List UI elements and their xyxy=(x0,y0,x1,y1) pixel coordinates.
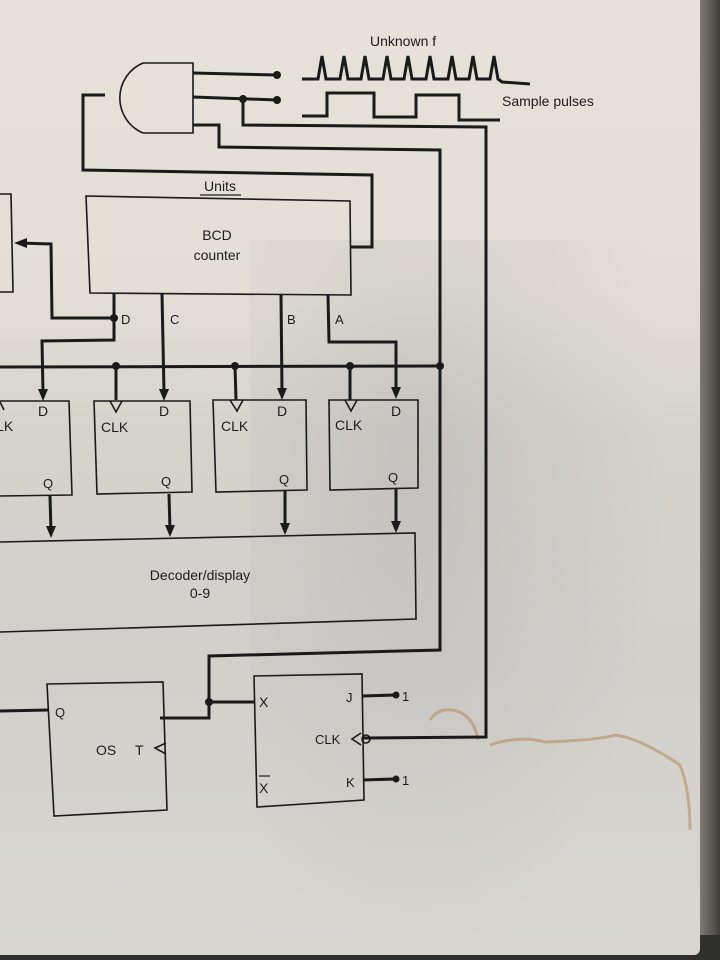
wire-unknown-f xyxy=(192,71,278,77)
latch-2: CLK D Q xyxy=(212,399,308,493)
latch-clock-bus xyxy=(0,364,441,369)
sample-pulses-label: Sample pulses xyxy=(502,93,594,109)
jk-flipflop-box xyxy=(253,673,365,808)
wire-a xyxy=(326,294,398,391)
oneshot-q-label: Q xyxy=(55,705,65,720)
bcd-counter-title-2: counter xyxy=(194,247,241,263)
junction-x xyxy=(205,698,213,706)
wire-and-out xyxy=(81,93,374,249)
latch-0: CLK D Q xyxy=(0,400,73,497)
and-gate xyxy=(119,62,194,134)
arrow-q-0 xyxy=(46,526,56,538)
arrow-carry xyxy=(14,238,27,248)
units-label: Units xyxy=(204,178,236,194)
wire-os-q xyxy=(0,708,49,713)
svg-text:D: D xyxy=(38,403,48,419)
unknown-f-waveform xyxy=(302,55,531,86)
latch-3: CLK D Q xyxy=(328,399,419,491)
wire-j xyxy=(362,693,396,698)
svg-text:Q: Q xyxy=(279,472,289,487)
sample-pulses-waveform xyxy=(302,91,500,122)
decoder-display-box xyxy=(0,532,417,633)
decoder-label-2: 0-9 xyxy=(190,585,210,601)
terminal-sample xyxy=(273,96,281,104)
arrow-d-0 xyxy=(38,389,48,401)
arrow-q-3 xyxy=(391,521,401,533)
oneshot-name: OS xyxy=(96,742,116,758)
svg-text:Q: Q xyxy=(161,474,171,489)
bcd-counter-title-1: BCD xyxy=(202,227,232,243)
jk-clk-label: CLK xyxy=(315,732,341,747)
junction-d xyxy=(110,314,118,322)
jk-k-value: 1 xyxy=(402,773,409,788)
svg-text:Q: Q xyxy=(388,470,398,485)
page-edge xyxy=(700,0,720,935)
bus-drop-2 xyxy=(233,365,238,401)
terminal-j xyxy=(392,691,400,699)
wire-k xyxy=(362,777,396,782)
latch-1: CLK D Q xyxy=(93,400,193,495)
jk-x-label: X xyxy=(259,694,269,710)
arrow-d-1 xyxy=(159,389,169,401)
output-label-c: C xyxy=(170,312,179,327)
wire-b xyxy=(279,293,284,393)
svg-text:Q: Q xyxy=(43,476,53,491)
svg-text:D: D xyxy=(277,403,287,419)
jk-xbar-label: X xyxy=(259,780,269,796)
wire-c xyxy=(160,293,166,393)
svg-text:D: D xyxy=(159,403,169,419)
wire-sample xyxy=(192,95,278,102)
svg-text:CLK: CLK xyxy=(0,418,14,434)
svg-text:D: D xyxy=(391,403,401,419)
terminal-k xyxy=(392,775,400,783)
arrow-q-1 xyxy=(165,525,175,537)
jk-clk-bubble xyxy=(361,734,371,744)
decoder-label-1: Decoder/display xyxy=(150,567,250,583)
unknown-f-label: Unknown f xyxy=(370,33,436,49)
wire-sample-to-jk-clk xyxy=(241,99,488,740)
bcd-counter-box xyxy=(85,195,352,296)
svg-text:CLK: CLK xyxy=(221,418,249,434)
oneshot-t-triangle xyxy=(153,742,167,755)
wire-d-carry xyxy=(17,241,114,320)
wire-gate-x xyxy=(160,123,442,720)
oneshot-box xyxy=(46,681,168,817)
output-label-a: A xyxy=(335,312,344,327)
tens-counter-box-partial xyxy=(0,193,14,293)
oneshot-t-label: T xyxy=(135,742,144,758)
arrow-d-2 xyxy=(277,388,287,400)
output-label-d: D xyxy=(121,312,130,327)
arrow-d-3 xyxy=(391,387,401,399)
book-page xyxy=(0,0,700,955)
svg-text:CLK: CLK xyxy=(101,419,129,435)
wire-q-1 xyxy=(167,493,172,532)
output-label-b: B xyxy=(287,312,296,327)
water-stain xyxy=(428,708,692,831)
jk-clk-triangle xyxy=(350,732,362,746)
jk-j-value: 1 xyxy=(402,689,409,704)
jk-j-label: J xyxy=(346,690,353,705)
junction-bus-4 xyxy=(436,362,444,370)
jk-k-label: K xyxy=(346,775,355,790)
arrow-q-2 xyxy=(280,523,290,535)
terminal-unknown-f xyxy=(273,71,281,79)
svg-text:CLK: CLK xyxy=(335,417,363,433)
